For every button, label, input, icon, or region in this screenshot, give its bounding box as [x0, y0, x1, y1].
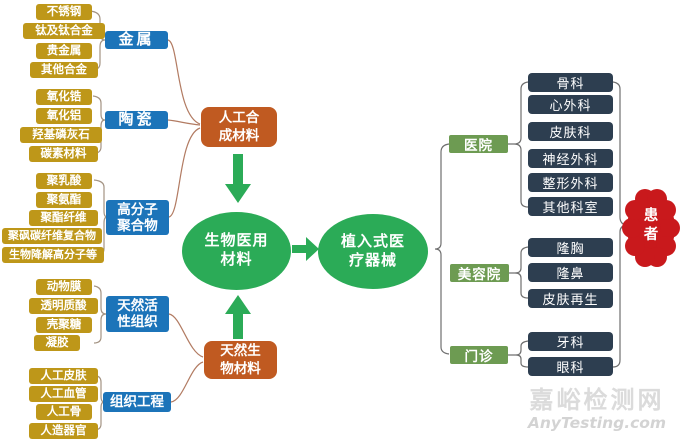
brace-clinic-departments [508, 340, 529, 368]
material-item: 人造器官 [29, 423, 98, 439]
brace-device-destinations [434, 143, 450, 355]
destination-hospital: 医院 [449, 135, 508, 153]
watermark-site-domain: AnyTesting.com [527, 414, 667, 432]
link-engineering-natural [170, 361, 204, 403]
material-item: 透明质酸 [29, 298, 98, 314]
watermark-site-name: 嘉峪检测网 [529, 386, 665, 414]
material-item: 人工血管 [29, 386, 98, 402]
watermark: 嘉峪检测网 AnyTesting.com [513, 386, 680, 433]
category-polymer: 高分子 聚合物 [106, 200, 169, 235]
category-metal: 金属 [105, 31, 168, 49]
material-item: 钛及钛合金 [23, 23, 105, 39]
natural-biomaterials-box: 天然生 物材料 [204, 341, 277, 379]
material-item: 羟基磷灰石 [20, 127, 102, 143]
synthetic-materials-box: 人工合 成材料 [201, 107, 277, 147]
department-item: 隆胸 [528, 238, 613, 257]
brace-tissue-group [93, 285, 107, 344]
material-item: 其他合金 [30, 62, 98, 78]
patient-label: 患 者 [643, 208, 659, 243]
patient-blob [622, 189, 680, 267]
material-item: 凝胶 [34, 335, 80, 351]
department-item: 眼科 [528, 357, 613, 376]
category-links [167, 39, 204, 403]
material-item: 氧化锆 [36, 89, 92, 105]
department-item: 心外科 [528, 95, 613, 114]
biomedical-materials-ellipse: 生物医用 材料 [182, 212, 291, 290]
material-item: 生物降解高分子等 [2, 247, 104, 263]
department-item: 隆鼻 [528, 263, 613, 282]
material-item: 动物膜 [36, 279, 92, 295]
arrow-right-icon [292, 237, 319, 261]
material-item: 碳素材料 [29, 146, 98, 162]
arrow-down-icon [225, 154, 251, 203]
category-ceramic: 陶瓷 [105, 111, 168, 129]
material-item: 人工皮肤 [29, 368, 98, 384]
material-item: 聚乳酸 [36, 173, 92, 189]
material-item: 贵金属 [36, 43, 92, 59]
material-item: 聚酯纤维 [29, 210, 98, 226]
brace-hospital-departments [508, 81, 529, 208]
department-item: 整形外科 [528, 173, 613, 192]
department-item: 皮肤科 [528, 122, 613, 141]
category-natural-tissue: 天然活 性组织 [106, 296, 169, 332]
category-tissue-engineering: 组织工程 [103, 392, 171, 412]
material-item: 壳聚糖 [36, 317, 92, 333]
department-item: 皮肤再生 [528, 289, 613, 308]
department-item: 牙科 [528, 332, 613, 351]
destination-beauty-salon: 美容院 [450, 264, 509, 282]
material-item: 人工骨 [36, 404, 92, 420]
material-item: 聚砜碳纤维复合物 [2, 228, 102, 244]
material-item: 聚氨酯 [36, 192, 92, 208]
link-ceramic-synthetic [167, 119, 201, 126]
material-item: 氧化铝 [36, 108, 92, 124]
destination-clinic: 门诊 [450, 346, 508, 364]
implantable-device-ellipse: 植入式医 疗器械 [318, 214, 428, 289]
material-item: 不锈钢 [36, 4, 92, 20]
department-item: 神经外科 [528, 149, 613, 168]
department-item: 骨科 [528, 73, 613, 92]
department-item: 其他科室 [528, 197, 613, 216]
arrow-up-icon [225, 295, 251, 339]
brace-beauty-departments [509, 246, 529, 299]
link-metal-synthetic [167, 39, 201, 125]
link-polymer-synthetic [168, 127, 201, 218]
link-tissue-natural [168, 313, 204, 358]
